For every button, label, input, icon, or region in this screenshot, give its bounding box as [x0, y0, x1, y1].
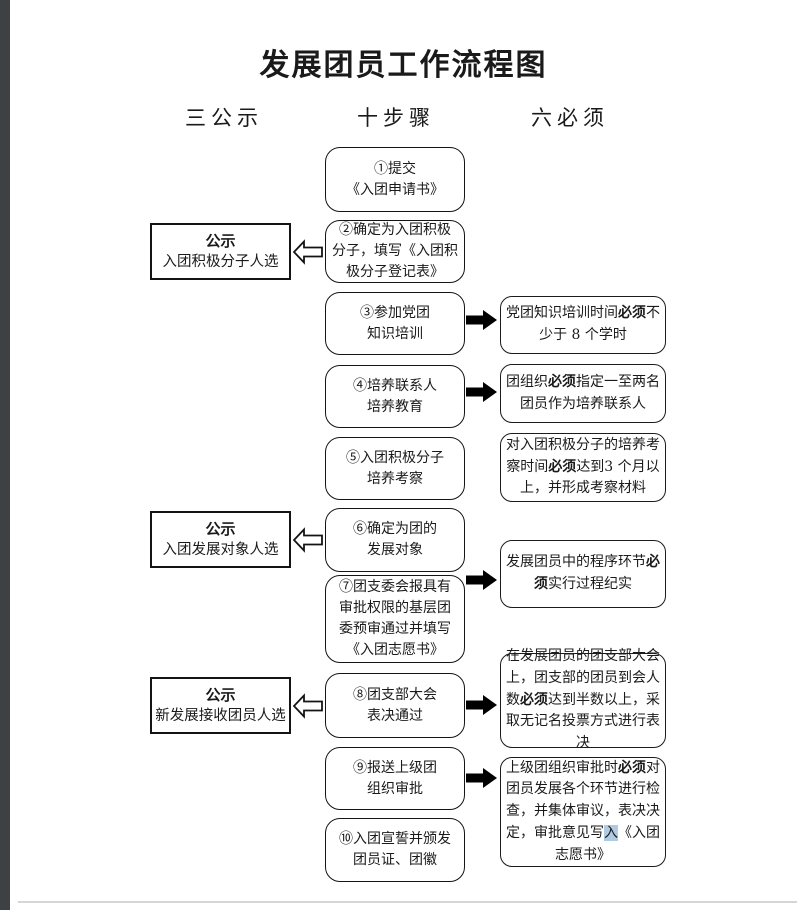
step-box-6: ⑥确定为团的 发展对象	[325, 508, 465, 572]
flowchart-title: 发展团员工作流程图	[259, 48, 548, 83]
right-solid-arrow-icon	[466, 695, 497, 715]
notice-heading: 公示	[205, 231, 236, 250]
notice-heading: 公示	[205, 685, 236, 704]
left-hollow-arrow-icon	[293, 693, 323, 719]
step-box-5: ⑤入团积极分子 培养考察	[325, 437, 465, 500]
step-box-10: ⑩入团宣誓并颁发 团员证、团徽	[325, 818, 465, 882]
step-box-7: ⑦团支委会报具有 审批权限的基层团 委预审通过并填写 《入团志愿书》	[325, 575, 465, 663]
right-solid-arrow-icon	[466, 382, 497, 402]
notice-body: 入团发展对象人选	[162, 541, 279, 558]
column-header-musts: 六必须	[531, 106, 609, 130]
step-box-3: ③参加党团 知识培训	[325, 292, 465, 355]
must-box-1: 党团知识培训时间必须不少于 8 个学时	[500, 296, 666, 354]
must-box-2: 团组织必须指定一至两名团员作为培养联系人	[500, 364, 666, 423]
step-box-2: ②确定为入团积极 分子，填写《入团积 极分子登记表》	[325, 220, 465, 283]
right-solid-arrow-icon	[466, 570, 497, 590]
notice-box-2: 公示 入团发展对象人选	[150, 511, 291, 568]
step-box-8: ⑧团支部大会 表决通过	[325, 673, 465, 738]
notice-box-3: 公示 新发展接收团员人选	[150, 677, 291, 734]
left-hollow-arrow-icon	[293, 527, 323, 553]
notice-heading: 公示	[205, 519, 236, 538]
must-box-4: 发展团员中的程序环节必须实行过程纪实	[500, 540, 666, 608]
page-bottom-edge	[18, 901, 797, 903]
must-box-3: 对入团积极分子的培养考察时间必须达到3 个月以上，并形成考察材料	[500, 433, 666, 502]
column-header-notices: 三公示	[185, 106, 263, 130]
step-box-9: ⑨报送上级团 组织审批	[325, 747, 465, 810]
notice-box-1: 公示 入团积极分子人选	[150, 223, 291, 280]
page-left-edge	[0, 0, 10, 910]
left-hollow-arrow-icon	[293, 239, 323, 265]
right-solid-arrow-icon	[466, 768, 497, 788]
column-header-steps: 十步骤	[357, 106, 435, 130]
notice-body: 入团积极分子人选	[162, 253, 279, 270]
must-box-5: 在发展团员的团支部大会上，团支部的团员到会人数必须达到半数以上，采取无记名投票方…	[500, 648, 666, 751]
step-box-4: ④培养联系人 培养教育	[325, 365, 465, 428]
right-solid-arrow-icon	[466, 310, 497, 330]
must-box-6: 上级团组织审批时必须对团员发展各个环节进行检查，并集体审议，表决决定，审批意见写…	[500, 757, 666, 867]
step-box-1: ①提交 《入团申请书》	[325, 147, 465, 212]
notice-body: 新发展接收团员人选	[155, 707, 286, 724]
